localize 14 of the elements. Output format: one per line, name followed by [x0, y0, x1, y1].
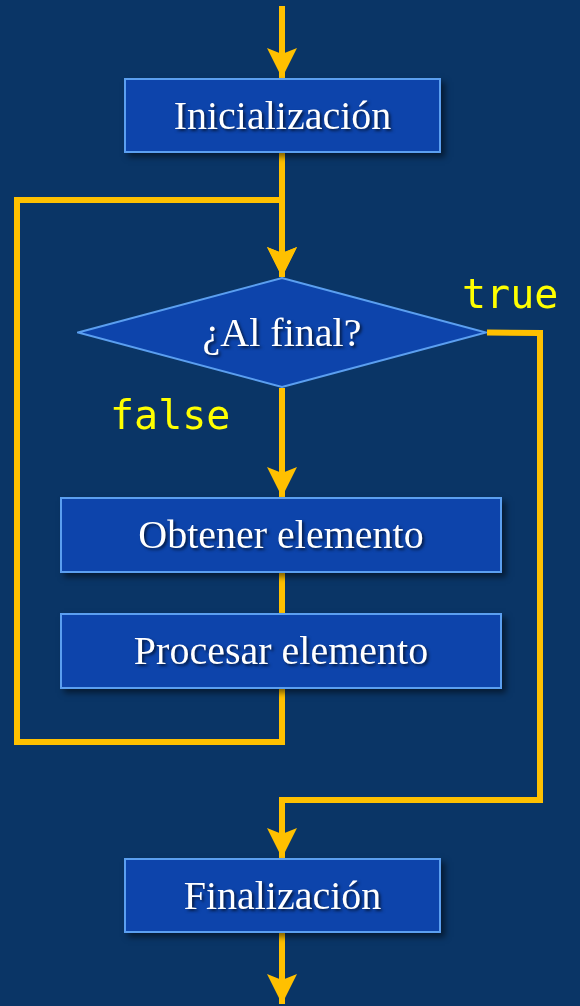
process-box — [124, 858, 441, 933]
node-label: Procesar elemento — [133, 631, 429, 671]
node-label: Inicialización — [173, 95, 392, 136]
node-label: Obtener elemento — [138, 515, 424, 555]
process-box — [60, 497, 502, 573]
node-label: Finalización — [183, 875, 382, 916]
process-box — [124, 78, 441, 153]
arrow — [267, 388, 297, 497]
arrow — [267, 329, 543, 858]
process-box — [60, 613, 502, 689]
arrow — [267, 933, 297, 1004]
arrow — [267, 6, 297, 78]
node-label: ¿Al final? — [202, 312, 362, 353]
arrow — [14, 197, 297, 745]
